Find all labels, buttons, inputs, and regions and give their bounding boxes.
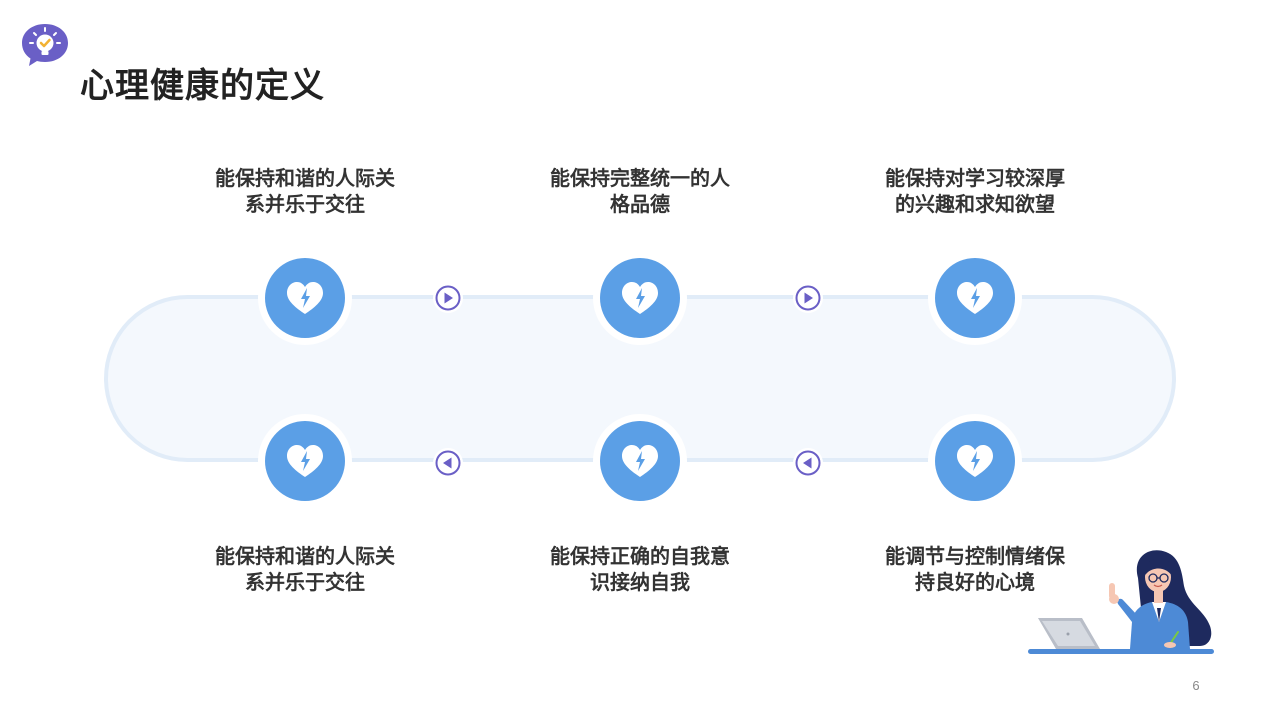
heart-lightning-icon xyxy=(593,251,687,345)
heart-lightning-icon xyxy=(593,414,687,508)
page-number: 6 xyxy=(1192,678,1200,693)
heart-lightning-icon xyxy=(928,251,1022,345)
top-label-3: 能保持对学习较深厚的兴趣和求知欲望 xyxy=(885,166,1065,216)
woman-laptop-illustration xyxy=(1028,550,1214,654)
lightbulb-check-icon xyxy=(22,24,68,66)
play-left-icon xyxy=(793,448,823,478)
play-right-icon xyxy=(793,283,823,313)
top-label-2: 能保持完整统一的人格品德 xyxy=(550,166,730,216)
heart-lightning-icon xyxy=(258,251,352,345)
play-right-icon xyxy=(433,283,463,313)
bottom-label-1: 能保持和谐的人际关系并乐于交往 xyxy=(215,544,395,594)
play-left-icon xyxy=(433,448,463,478)
heart-lightning-icon xyxy=(928,414,1022,508)
top-label-1: 能保持和谐的人际关系并乐于交往 xyxy=(215,166,395,216)
page-title: 心理健康的定义 xyxy=(80,66,325,106)
bottom-label-3: 能调节与控制情绪保持良好的心境 xyxy=(885,544,1065,594)
heart-lightning-icon xyxy=(258,414,352,508)
bottom-label-2: 能保持正确的自我意识接纳自我 xyxy=(550,544,730,594)
